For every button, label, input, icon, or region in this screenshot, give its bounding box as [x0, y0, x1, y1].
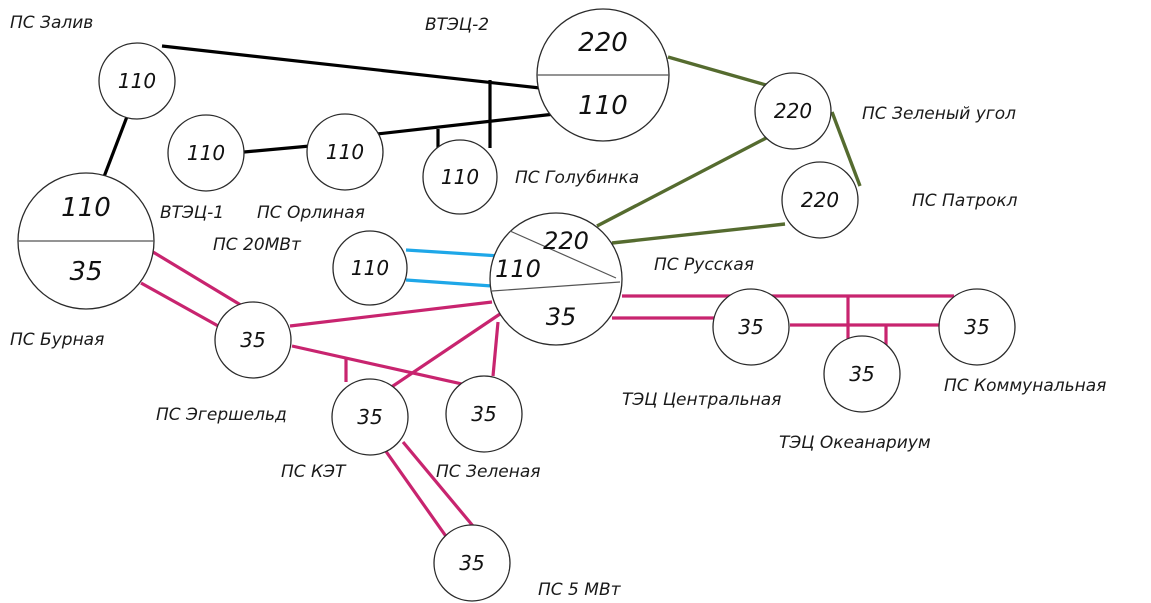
voltage-label: 35: [459, 551, 484, 575]
node-zaliv: 110: [98, 42, 176, 120]
label-tec-centralnaya: ТЭЦ Центральная: [622, 390, 781, 410]
line-burnaya-egersheld-1: [152, 250, 245, 309]
label-ps-russkaya: ПС Русская: [654, 255, 754, 275]
line-egersheld-zelenaya: [291, 344, 463, 386]
voltage-label: 110: [441, 165, 479, 189]
node-vtec2: 220 110: [536, 8, 670, 142]
node-patrokl: 220: [781, 161, 859, 239]
voltage-label: 35: [964, 315, 989, 339]
label-ps-zeleny-ugol: ПС Зеленый угол: [862, 104, 1016, 124]
node-russkaya: 220 110 35: [489, 212, 623, 346]
label-ps-golubinka: ПС Голубинка: [515, 168, 639, 188]
node-vtec1: 110: [167, 114, 245, 192]
voltage-label: 35: [240, 328, 265, 352]
line-ps20-russkaya-2: [405, 278, 493, 288]
voltage-label: 35: [738, 315, 763, 339]
label-ps-patrokl: ПС Патрокл: [912, 191, 1018, 211]
voltage-label-mid: 110: [495, 255, 541, 283]
lines-20mw: [405, 248, 501, 288]
node-okeanarium: 35: [823, 335, 901, 413]
label-tec-okeanarium: ТЭЦ Океанариум: [779, 433, 931, 453]
node-golubinka: 110: [422, 139, 498, 215]
voltage-label-bottom: 110: [578, 91, 628, 121]
node-orlinaya: 110: [306, 113, 384, 191]
node-burnaya: 110 35: [17, 172, 155, 310]
line-zeleny-ugol-patrokl: [830, 111, 862, 187]
voltage-label: 110: [118, 69, 156, 93]
voltage-label-top: 110: [61, 193, 111, 223]
line-russkaya-ket: [389, 312, 501, 390]
line-vtec2-zeleny-ugol: [667, 55, 767, 87]
line-vtec1-orlinaya: [243, 144, 311, 154]
node-centralnaya: 35: [712, 288, 790, 366]
voltage-label: 110: [351, 256, 389, 280]
voltage-label: 35: [849, 362, 874, 386]
node-zeleny-ugol: 220: [754, 72, 832, 150]
voltage-label: 110: [187, 141, 225, 165]
node-zelenaya: 35: [445, 375, 523, 453]
label-ps-zelenaya: ПС Зеленая: [436, 462, 541, 482]
line-ket-ps5-2: [401, 440, 480, 534]
node-ps5: 35: [433, 524, 511, 602]
voltage-label: 35: [357, 405, 382, 429]
line-russkaya-zelenaya: [491, 321, 500, 377]
label-vtec2: ВТЭЦ-2: [425, 15, 489, 35]
line-zeleny-ugol-russkaya: [596, 134, 771, 228]
label-ps-kommunalnaya: ПС Коммунальная: [944, 376, 1106, 396]
line-egersheld-russkaya: [289, 300, 493, 328]
label-ps-ket: ПС КЭТ: [281, 462, 347, 482]
lines-110kv: [100, 44, 556, 183]
label-ps-burnaya: ПС Бурная: [10, 330, 104, 350]
node-ps20: 110: [332, 230, 408, 306]
station-labels: ПС Залив ВТЭЦ-2 ПС Зеленый угол ПС Голуб…: [10, 13, 1106, 600]
label-ps-zaliv: ПС Залив: [10, 13, 93, 33]
label-ps-egersheld: ПС Эгершельд: [156, 405, 287, 425]
label-ps-20mw: ПС 20МВт: [213, 235, 302, 255]
line-orlinaya-vtec2: [376, 112, 556, 136]
voltage-label: 220: [801, 188, 839, 212]
line-zaliv-burnaya: [100, 113, 130, 183]
voltage-label-bottom: 35: [546, 303, 577, 331]
voltage-label: 35: [471, 402, 496, 426]
line-ps20-russkaya-1: [405, 248, 501, 258]
voltage-label-bottom: 35: [69, 257, 102, 287]
line-burnaya-egersheld-2: [140, 281, 221, 329]
line-ket-ps5-1: [383, 449, 452, 543]
label-ps-5mw: ПС 5 МВт: [538, 580, 622, 600]
label-ps-orlinaya: ПС Орлиная: [257, 203, 365, 223]
node-egersheld: 35: [214, 301, 292, 379]
line-zaliv-vtec2: [161, 44, 541, 90]
lines-35kv: [140, 250, 954, 543]
node-kommunalnaya: 35: [938, 288, 1016, 366]
voltage-label-top: 220: [543, 227, 589, 255]
node-ket: 35: [331, 378, 409, 456]
voltage-label-top: 220: [578, 28, 628, 58]
lines-220kv: [596, 55, 862, 245]
label-vtec1: ВТЭЦ-1: [160, 203, 224, 223]
voltage-label: 110: [326, 140, 364, 164]
line-patrokl-russkaya: [611, 222, 786, 245]
voltage-label: 220: [774, 99, 812, 123]
